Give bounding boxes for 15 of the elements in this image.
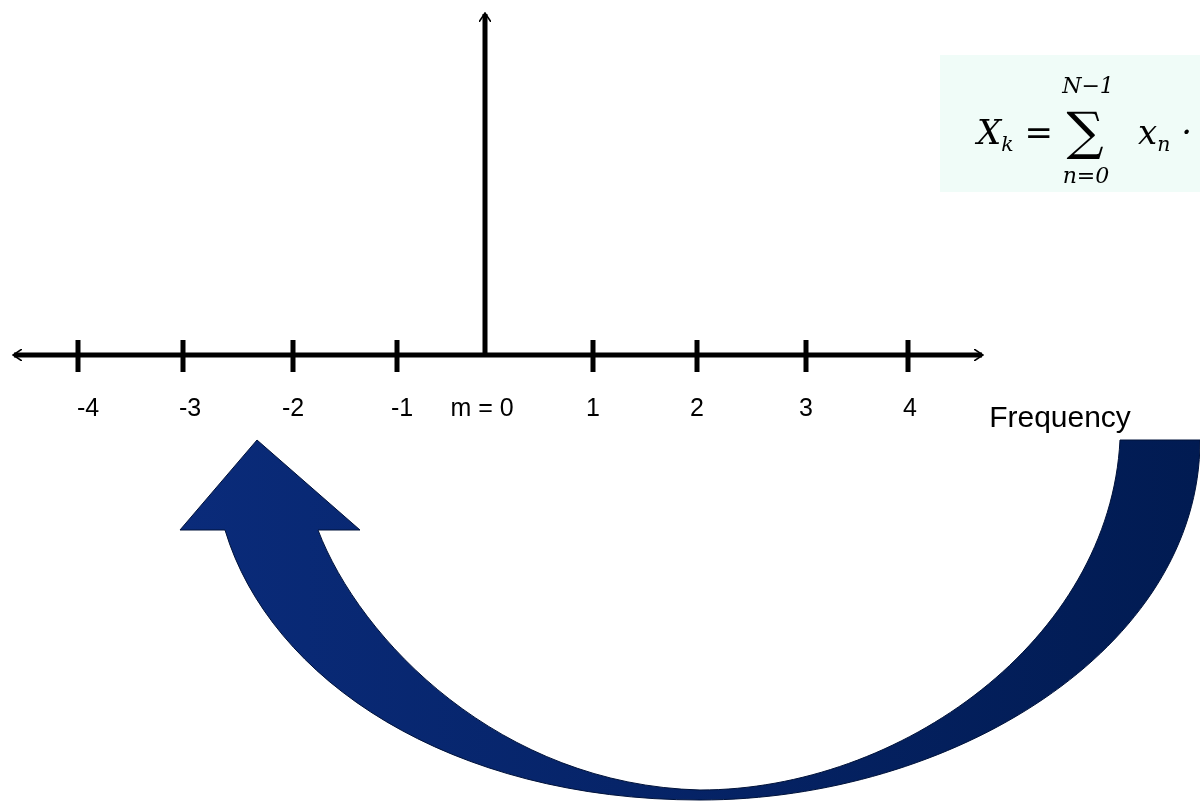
tick-label: m = 0	[450, 395, 514, 420]
tick-label: 1	[586, 395, 600, 420]
formula-text: x$_{n}$ ·	[1138, 115, 1192, 155]
tick-label: -4	[76, 395, 100, 420]
tick-label: 4	[903, 395, 917, 420]
tick-label: 2	[690, 395, 704, 420]
formula-text: N−1	[1062, 75, 1114, 97]
tick-label: -2	[281, 395, 305, 420]
formula-text: ∑	[1066, 105, 1104, 157]
tick-label: -1	[390, 395, 414, 420]
tick-label: 3	[799, 395, 813, 420]
formula-text: X$_{k}$ =	[977, 115, 1053, 155]
formula-text: n=0	[1062, 165, 1110, 187]
axis-label: Frequency	[989, 402, 1131, 432]
tick-label: -3	[178, 395, 202, 420]
